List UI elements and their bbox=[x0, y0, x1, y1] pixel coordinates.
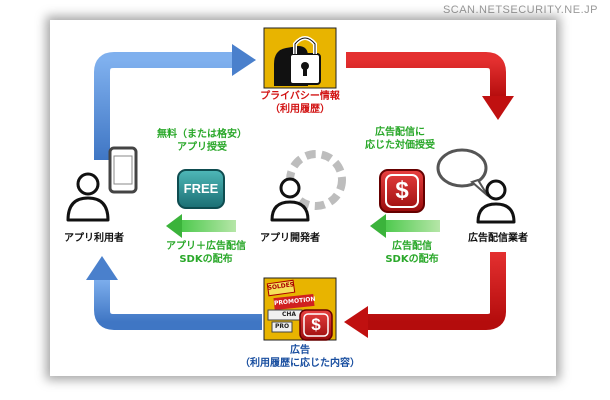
ad-distributor-icon bbox=[476, 179, 516, 224]
privacy-label-line1: プライバシー情報 bbox=[260, 91, 340, 102]
smartphone-icon bbox=[108, 146, 138, 194]
ad-label: 広告 （利用履歴に応じた内容） bbox=[220, 344, 380, 370]
ad-tile-icon bbox=[263, 277, 337, 341]
free-badge-text: FREE bbox=[183, 181, 219, 196]
diagram-card: FREE $ $ SOLDES PROMOTION CHA PRO プライバシー… bbox=[50, 20, 556, 376]
sdk-label: 広告配信 SDKの配布 bbox=[362, 240, 462, 266]
flow-diagram bbox=[66, 27, 516, 341]
privacy-lock-icon bbox=[263, 27, 337, 89]
ad-label-line2: （利用履歴に応じた内容） bbox=[240, 358, 360, 369]
app-sdk-label-line1: アプリ＋広告配信 bbox=[166, 241, 246, 252]
free-app-label-line2: アプリ授受 bbox=[177, 142, 227, 153]
red-arrow-bottom bbox=[344, 252, 506, 338]
ad-tag-pro: PRO bbox=[274, 323, 290, 330]
payment-label-line1: 広告配信に bbox=[375, 127, 425, 138]
app-developer-icon bbox=[270, 177, 310, 222]
gear-icon bbox=[286, 150, 346, 210]
speech-bubble-icon bbox=[436, 148, 489, 197]
free-app-label: 無料（または格安） アプリ授受 bbox=[142, 128, 262, 154]
ad-label-line1: 広告 bbox=[290, 345, 310, 356]
app-developer-label: アプリ開発者 bbox=[260, 233, 320, 244]
app-user-label: アプリ利用者 bbox=[64, 233, 124, 244]
ad-dollar-symbol: $ bbox=[311, 315, 321, 334]
payment-label: 広告配信に 応じた対価授受 bbox=[350, 126, 450, 152]
payment-label-line2: 応じた対価授受 bbox=[365, 140, 435, 151]
sdk-label-line2: SDKの配布 bbox=[385, 254, 439, 265]
dollar-badge-icon bbox=[379, 169, 425, 213]
green-arrow-right bbox=[370, 214, 440, 238]
ad-distributor-label: 広告配信業者 bbox=[468, 233, 528, 244]
dollar-symbol: $ bbox=[395, 177, 409, 204]
watermark: SCAN.NETSECURITY.NE.JP bbox=[442, 4, 598, 16]
app-sdk-label: アプリ＋広告配信 SDKの配布 bbox=[146, 240, 266, 266]
red-arrow-top bbox=[346, 52, 514, 120]
blue-arrow-top bbox=[94, 44, 256, 160]
free-app-label-line1: 無料（または格安） bbox=[157, 129, 247, 140]
app-user-icon bbox=[66, 172, 110, 222]
sdk-label-line1: 広告配信 bbox=[392, 241, 432, 252]
green-arrow-left bbox=[166, 214, 236, 238]
ad-tag-cha: CHA bbox=[281, 311, 297, 318]
privacy-label: プライバシー情報 （利用履歴） bbox=[240, 90, 360, 116]
app-sdk-label-line2: SDKの配布 bbox=[179, 254, 233, 265]
free-badge-icon bbox=[177, 169, 225, 209]
privacy-label-line2: （利用履歴） bbox=[270, 104, 330, 115]
blue-arrow-bottom bbox=[86, 256, 262, 330]
